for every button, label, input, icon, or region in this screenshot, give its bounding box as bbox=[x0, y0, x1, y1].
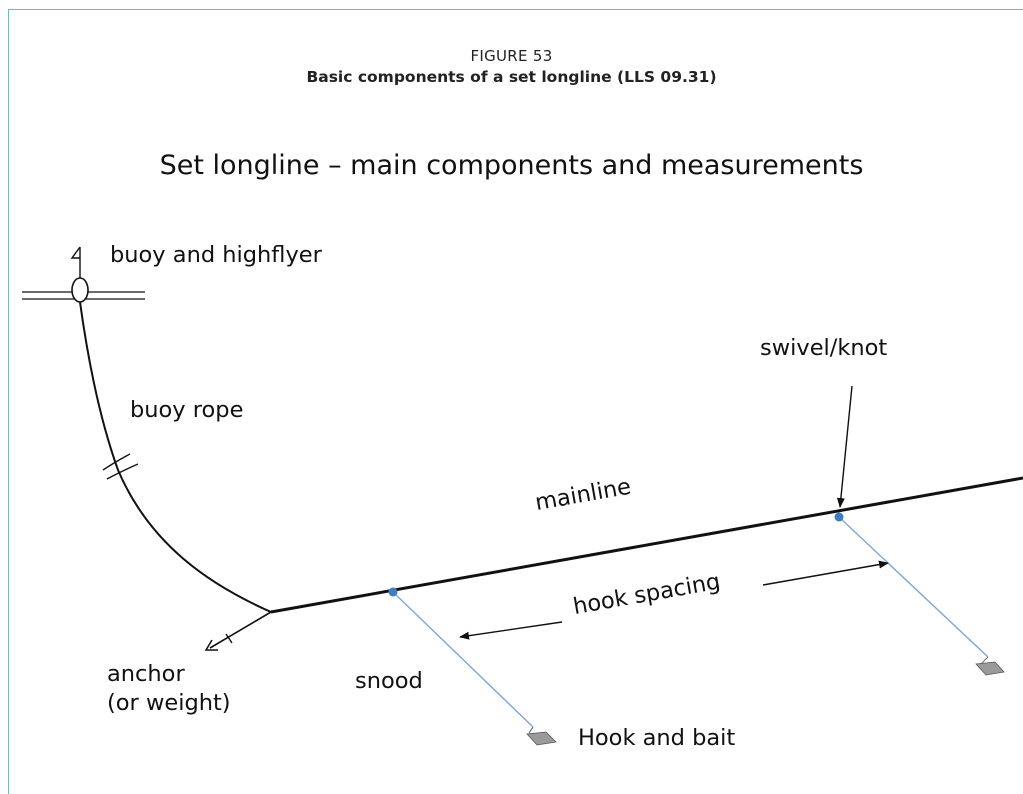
hook-spacing-arrow-right bbox=[762, 560, 889, 586]
diagram-title: Set longline – main components and measu… bbox=[159, 150, 864, 181]
swivel-knot-label: swivel/knot bbox=[760, 335, 888, 361]
anchor-label: anchor (or weight) bbox=[107, 661, 231, 717]
figure-number: FIGURE 53 bbox=[470, 47, 553, 65]
buoy-rope-label: buoy rope bbox=[130, 397, 244, 423]
snood-line bbox=[838, 516, 989, 658]
snood-line bbox=[392, 591, 534, 728]
hook-spacing-arrow-left bbox=[459, 621, 563, 640]
anchor-icon bbox=[204, 611, 272, 651]
figure-frame bbox=[8, 9, 1023, 794]
swivel-node bbox=[834, 512, 844, 522]
buoy-highflyer-icon bbox=[70, 246, 89, 303]
hook-bait-icon bbox=[975, 656, 1005, 676]
rope-break-icon bbox=[102, 453, 139, 480]
figure-caption: Basic components of a set longline (LLS … bbox=[306, 68, 717, 86]
swivel-node bbox=[388, 587, 398, 597]
figure-header: FIGURE 53 Basic components of a set long… bbox=[0, 47, 1023, 86]
hook-bait-icon bbox=[526, 726, 557, 746]
buoy-label: buoy and highflyer bbox=[110, 242, 322, 268]
buoy-rope-line bbox=[79, 301, 272, 613]
hook-bait-label: Hook and bait bbox=[578, 725, 736, 751]
swivel-pointer-arrow bbox=[836, 385, 853, 508]
snood-label: snood bbox=[355, 668, 423, 694]
